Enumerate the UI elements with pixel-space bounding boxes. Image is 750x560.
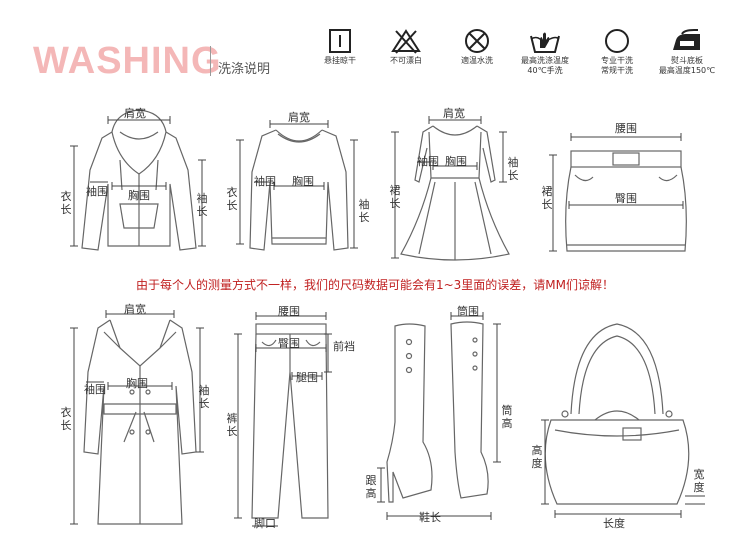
no-water-wash-icon — [465, 29, 489, 53]
pants-rise-label: 前裆 — [333, 340, 355, 353]
dress-diagram: 肩宽 裙长 袖围 胸围 袖长 — [385, 108, 525, 268]
hoodie-length-label: 衣长 — [60, 190, 72, 216]
dress-length-label: 裙长 — [389, 184, 401, 210]
hoodie-sleeve-width-label: 袖围 — [86, 185, 108, 198]
tshirt-sleeve-length-label: 袖长 — [358, 198, 370, 224]
skirt-length-label: 裙长 — [541, 185, 553, 211]
care-item-iron: 熨斗底板 最高温度150℃ — [647, 28, 727, 76]
skirt-waist-label: 腰围 — [615, 122, 637, 135]
care-item-dry-clean: 专业干洗 常规干洗 — [577, 28, 657, 76]
hoodie-shoulder-label: 肩宽 — [124, 107, 146, 120]
tshirt-chest-label: 胸围 — [292, 175, 314, 188]
iron-icon — [673, 29, 700, 50]
dress-sketch — [391, 116, 510, 261]
measurement-notice: 由于每个人的测量方式不一样，我们的尺码数据可能会有1~3里面的误差，请MM们谅解… — [135, 278, 615, 292]
bag-height-label: 高度 — [531, 444, 543, 470]
skirt-hip-label: 臀围 — [615, 192, 637, 205]
pants-thigh-label: 腿围 — [296, 371, 318, 384]
bag-sketch — [541, 323, 705, 518]
pants-length-label: 裤长 — [226, 412, 238, 438]
dry-clean-icon — [605, 29, 629, 53]
dress-sleeve-length-label: 袖长 — [507, 156, 519, 182]
hoodie-sleeve-length-label: 袖长 — [196, 192, 208, 218]
coat-shoulder-label: 肩宽 — [124, 303, 146, 316]
care-item-hand-wash: 最高洗涤温度 40℃手洗 — [505, 28, 585, 76]
tshirt-diagram: 肩宽 衣长 袖围 胸围 袖长 — [220, 108, 375, 263]
no-bleach-icon — [391, 29, 421, 54]
hand-wash-icon — [530, 32, 560, 53]
boots-sketch — [377, 312, 501, 520]
coat-sketch — [70, 310, 204, 525]
boots-diagram: 筒围 筒高 跟高 鞋长 — [365, 302, 525, 530]
coat-chest-label: 胸围 — [126, 377, 148, 390]
boots-shoe-length-label: 鞋长 — [419, 511, 441, 524]
bag-depth-label: 宽度 — [693, 468, 705, 494]
dress-sleeve-width-label: 袖围 — [417, 155, 439, 168]
dress-shoulder-label: 肩宽 — [443, 107, 465, 120]
pants-sketch — [234, 312, 332, 527]
skirt-diagram: 腰围 裙长 臀围 — [535, 115, 705, 260]
title-divider — [210, 46, 211, 76]
hoodie-chest-label: 胸围 — [128, 189, 150, 202]
care-item-hang-dry: 悬挂晾干 — [300, 28, 380, 66]
care-item-no-bleach: 不可漂白 — [366, 28, 446, 66]
hoodie-diagram: 肩宽 衣长 袖围 胸围 袖长 — [60, 100, 220, 260]
care-item-no-water-wash: 適温水洗 — [437, 28, 517, 66]
tshirt-sketch — [236, 120, 358, 251]
washing-title: WASHING — [33, 40, 222, 82]
tshirt-length-label: 衣长 — [226, 186, 238, 212]
coat-diagram: 肩宽 衣长 袖围 胸围 袖长 — [58, 302, 218, 530]
bag-length-label: 长度 — [603, 517, 625, 530]
pants-hem-label: 脚口 — [254, 517, 276, 530]
washing-subtitle: 洗涤说明 — [218, 62, 271, 77]
dress-chest-label: 胸围 — [445, 155, 467, 168]
pants-waist-label: 腰围 — [278, 305, 300, 318]
bag-diagram: 高度 宽度 长度 — [525, 310, 725, 530]
coat-sleeve-length-label: 袖长 — [198, 384, 210, 410]
pants-diagram: 腰围 臀围 前裆 腿围 裤长 脚口 — [220, 302, 360, 530]
hoodie-sketch — [70, 109, 206, 251]
washing-header: WASHING 洗涤说明 悬挂晾干 不可漂白 適温水洗 最高洗涤温度 40 — [0, 0, 750, 95]
pants-hip-label: 臀围 — [278, 337, 300, 350]
coat-sleeve-width-label: 袖围 — [84, 383, 106, 396]
tshirt-sleeve-width-label: 袖围 — [254, 175, 276, 188]
hang-dry-icon — [329, 29, 351, 53]
coat-length-label: 衣长 — [60, 406, 72, 432]
boots-shaft-width-label: 筒围 — [457, 305, 479, 318]
skirt-sketch — [549, 133, 687, 252]
tshirt-shoulder-label: 肩宽 — [288, 111, 310, 124]
boots-shaft-height-label: 筒高 — [501, 404, 513, 430]
boots-heel-label: 跟高 — [365, 474, 377, 500]
